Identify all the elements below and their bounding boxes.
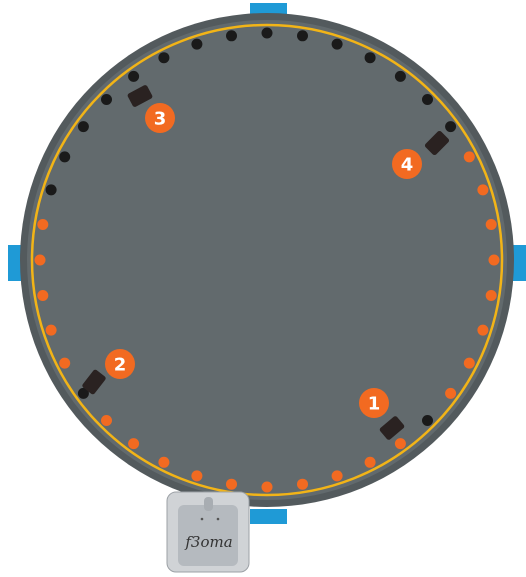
led-dark xyxy=(445,121,456,132)
led-dark xyxy=(422,94,433,105)
led-lit xyxy=(297,479,308,490)
device-button xyxy=(204,497,213,511)
led-dark xyxy=(46,184,57,195)
marker-number-2: 2 xyxy=(114,355,127,376)
inner-disc xyxy=(27,20,507,500)
led-dark xyxy=(365,52,376,63)
led-lit xyxy=(477,184,488,195)
led-lit xyxy=(489,255,500,266)
device-indicator-left xyxy=(201,518,204,521)
marker-number-4: 4 xyxy=(401,155,414,176)
led-dark xyxy=(158,52,169,63)
led-lit xyxy=(262,482,273,493)
led-lit xyxy=(445,388,456,399)
led-lit xyxy=(486,290,497,301)
led-lit xyxy=(128,438,139,449)
led-lit xyxy=(191,470,202,481)
led-lit xyxy=(477,325,488,336)
led-dark xyxy=(332,39,343,50)
led-lit xyxy=(226,479,237,490)
led-dark xyxy=(128,71,139,82)
led-lit xyxy=(46,325,57,336)
led-lit xyxy=(486,219,497,230)
device-indicator-right xyxy=(217,518,220,521)
control-device: f3oma xyxy=(167,492,249,572)
led-lit xyxy=(158,457,169,468)
marker-badge-2: 2 xyxy=(105,349,135,379)
led-lit xyxy=(395,438,406,449)
led-lit xyxy=(101,415,112,426)
led-dark xyxy=(226,30,237,41)
led-dark xyxy=(101,94,112,105)
led-lit xyxy=(332,470,343,481)
marker-badge-4: 4 xyxy=(392,149,422,179)
mounting-tab-bottom xyxy=(250,509,287,524)
led-lit xyxy=(464,151,475,162)
led-dark xyxy=(297,30,308,41)
led-lit xyxy=(37,219,48,230)
led-lit xyxy=(59,358,70,369)
led-dark xyxy=(422,415,433,426)
led-dark xyxy=(262,28,273,39)
led-dark xyxy=(395,71,406,82)
marker-number-1: 1 xyxy=(368,394,381,415)
led-lit xyxy=(37,290,48,301)
led-lit xyxy=(464,358,475,369)
marker-number-3: 3 xyxy=(154,109,167,130)
led-lit xyxy=(35,255,46,266)
led-dark xyxy=(59,151,70,162)
marker-badge-3: 3 xyxy=(145,103,175,133)
led-lit xyxy=(365,457,376,468)
led-dark xyxy=(78,121,89,132)
marker-badge-1: 1 xyxy=(359,388,389,418)
led-dark xyxy=(191,39,202,50)
device-logo: f3oma xyxy=(184,533,232,551)
